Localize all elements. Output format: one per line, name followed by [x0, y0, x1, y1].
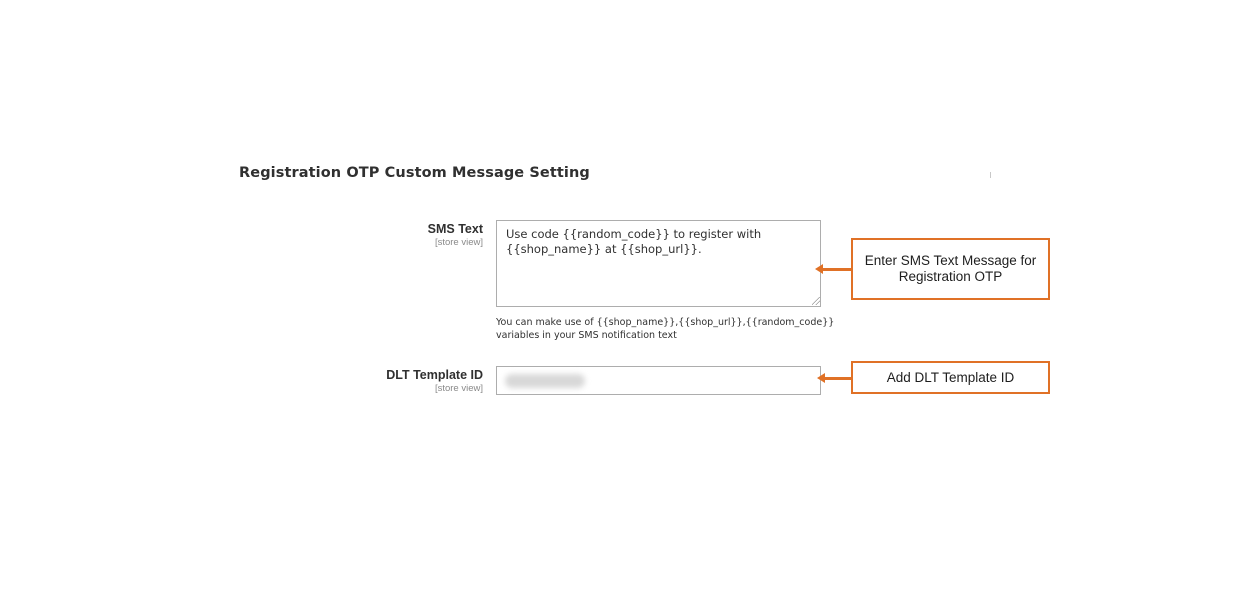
decorative-tick [990, 172, 991, 178]
sms-text-textarea[interactable]: Use code {{random_code}} to register wit… [496, 220, 821, 307]
section-title: Registration OTP Custom Message Setting [239, 165, 590, 181]
dlt-template-input[interactable] [496, 366, 821, 395]
dlt-callout-box: Add DLT Template ID [851, 361, 1050, 394]
sms-text-label-group: SMS Text [store view] [363, 221, 483, 249]
sms-text-label: SMS Text [427, 222, 483, 236]
blurred-value [505, 374, 585, 388]
arrow-left-icon [817, 373, 851, 383]
sms-callout-text: Enter SMS Text Message for Registration … [864, 253, 1037, 284]
sms-text-scope: [store view] [434, 237, 483, 248]
dlt-template-label-group: DLT Template ID [store view] [363, 367, 483, 395]
sms-text-note: You can make use of {{shop_name}},{{shop… [496, 317, 835, 341]
dlt-callout-text: Add DLT Template ID [886, 369, 1015, 385]
resize-grip-icon[interactable] [812, 297, 820, 305]
sms-callout-box: Enter SMS Text Message for Registration … [851, 238, 1050, 300]
dlt-template-scope: [store view] [434, 383, 483, 394]
arrow-left-icon [815, 264, 851, 274]
dlt-template-label: DLT Template ID [386, 368, 483, 382]
